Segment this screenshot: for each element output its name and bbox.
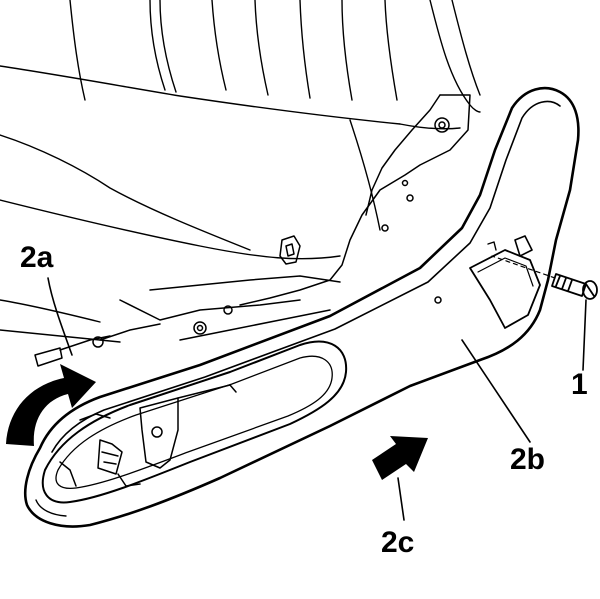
- leader-lines: [47, 277, 587, 521]
- callout-2a: 2a: [20, 241, 54, 274]
- internal-mechanism: [59, 384, 237, 487]
- side-trim-panel: [23, 86, 580, 528]
- leader-2b: [461, 339, 531, 443]
- seat-frame-bracket: [34, 94, 471, 367]
- leader-2c: [397, 477, 405, 521]
- direction-arrows: [6, 364, 428, 480]
- seat-cushion: [0, 0, 481, 343]
- curved-arrow-icon: [6, 364, 96, 446]
- callout-2c: 2c: [381, 526, 415, 559]
- screw: [491, 255, 598, 300]
- callout-2b: 2b: [510, 443, 546, 476]
- push-arrow-icon: [372, 436, 428, 480]
- leader-2a: [47, 277, 73, 356]
- callout-1: 1: [571, 368, 588, 401]
- leader-1: [582, 299, 587, 371]
